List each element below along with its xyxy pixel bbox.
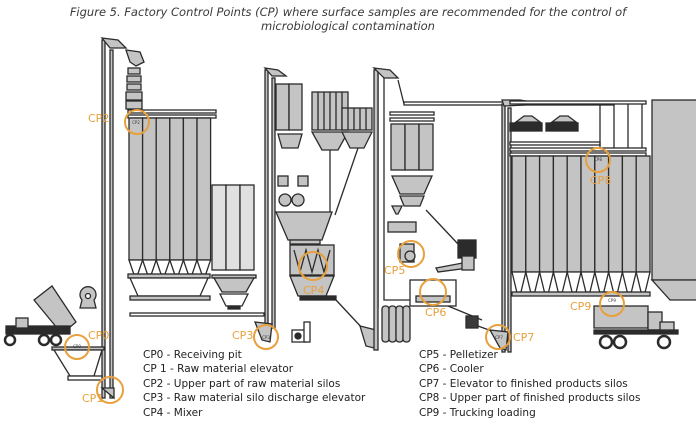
cp0-label: CP0 — [88, 329, 110, 342]
silo-cone — [141, 259, 158, 275]
silo-cone — [196, 259, 212, 275]
legend-item: CP3 - Raw material silo discharge elevat… — [143, 392, 366, 405]
cp7-badge: CP7 — [495, 335, 503, 340]
finished-elevator — [488, 103, 512, 353]
silo — [128, 117, 144, 261]
cp1-label: CP1 — [82, 392, 104, 405]
finished-silo-base — [511, 291, 651, 297]
silo — [182, 117, 198, 261]
cooler — [409, 209, 501, 335]
cp6-label: CP6 — [425, 306, 447, 319]
raw-material-elevator — [100, 37, 145, 399]
silo-cone — [182, 259, 198, 275]
cp7-marker[interactable] — [485, 324, 511, 350]
figure-title-line-2: microbiological contamination — [261, 19, 435, 33]
silo-cone — [524, 271, 541, 293]
silo-cone — [538, 271, 555, 293]
cp3-marker[interactable] — [253, 324, 279, 350]
cp7-label: CP7 — [513, 331, 535, 344]
figure-title-line-1: Figure 5. Factory Control Points (CP) wh… — [69, 5, 627, 19]
silo — [155, 117, 171, 261]
loading-truck — [593, 305, 679, 350]
silo — [621, 155, 637, 273]
legend-right: CP5 - Pelletizer CP6 - Cooler CP7 - Elev… — [419, 348, 640, 420]
silo — [141, 117, 157, 261]
intermediate-silos — [129, 184, 265, 317]
raw-material-silos — [128, 117, 212, 275]
silo-cone — [511, 271, 527, 293]
dump-truck — [3, 285, 97, 347]
legend-item: CP9 - Trucking loading — [419, 406, 536, 419]
silo — [169, 117, 185, 261]
bulk-silo — [650, 99, 696, 301]
cp4-label: CP4 — [303, 284, 325, 297]
cp8-marker[interactable] — [585, 147, 611, 173]
silo-cone — [566, 271, 582, 293]
silo-feed-hoppers — [125, 67, 143, 110]
raw-silo-discharge — [127, 273, 211, 301]
silo — [538, 155, 555, 273]
silo — [196, 117, 212, 261]
silo — [511, 155, 527, 273]
silo — [552, 155, 568, 273]
silo-cone — [607, 271, 624, 293]
cp6-marker[interactable] — [419, 278, 447, 306]
silo-cone — [168, 259, 185, 275]
cp3-badge: CP3 — [262, 335, 270, 340]
cp3-label: CP3 — [232, 329, 254, 342]
legend-item: CP6 - Cooler — [419, 363, 484, 376]
cp2-badge: CP2 — [132, 120, 140, 125]
figure-title: Figure 5. Factory Control Points (CP) wh… — [0, 5, 696, 33]
cp0-badge: CP0 — [73, 344, 81, 349]
mixer — [275, 211, 377, 349]
legend-item: CP4 - Mixer — [143, 406, 203, 419]
finished-product-silos — [511, 155, 651, 293]
silo-cone — [128, 259, 144, 275]
cp5-label: CP5 — [384, 264, 406, 277]
cp9-marker[interactable] — [599, 291, 625, 317]
silo-cone — [635, 271, 651, 293]
pelletizer — [387, 205, 417, 263]
silo-cone — [552, 271, 569, 293]
cp8-label: CP8 — [590, 174, 612, 187]
silo-cone — [621, 271, 638, 293]
cp5-marker[interactable] — [397, 240, 425, 268]
receiving-pit — [51, 346, 115, 400]
cp4-marker[interactable] — [298, 251, 328, 281]
silo-cone — [593, 271, 610, 293]
legend-item: CP7 - Elevator to finished products silo… — [419, 377, 628, 390]
cp9-badge: CP9 — [608, 298, 616, 303]
legend-item: CP8 - Upper part of finished products si… — [419, 392, 641, 405]
legend-item: CP2 - Upper part of raw material silos — [143, 377, 341, 390]
legend-item: CP0 - Receiving pit — [143, 349, 242, 361]
cp0-marker[interactable] — [64, 334, 90, 360]
cp2-marker[interactable] — [124, 109, 150, 135]
cp1-marker[interactable] — [96, 376, 124, 404]
finished-top-conveyor — [501, 99, 647, 157]
legend-item: CP5 - Pelletizer — [419, 349, 498, 361]
silo-cone — [155, 259, 171, 275]
legend-left: CP0 - Receiving pit CP 1 - Raw material … — [143, 348, 365, 420]
blower — [291, 321, 311, 343]
legend-item: CP 1 - Raw material elevator — [143, 363, 294, 376]
silo — [635, 155, 651, 273]
silo — [525, 155, 541, 273]
cp9-label: CP9 — [570, 300, 592, 313]
silo — [566, 155, 582, 273]
cp8-badge: CP8 — [594, 157, 602, 162]
dosing-bins — [275, 83, 374, 216]
cp2-label: CP2 — [88, 112, 110, 125]
silo-cone — [580, 271, 596, 293]
